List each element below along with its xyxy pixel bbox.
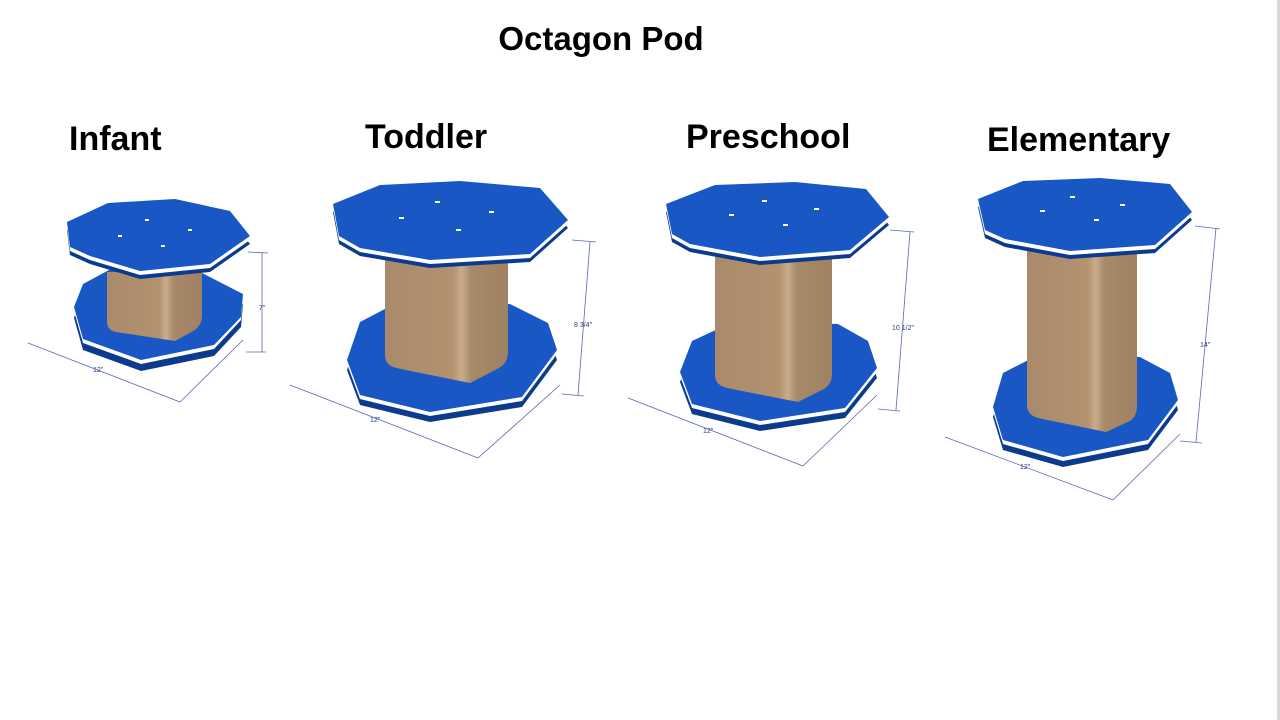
width-dimension: 12" <box>370 417 381 424</box>
core-column <box>107 272 202 341</box>
top-seat <box>67 199 250 279</box>
label-infant: Infant <box>69 120 162 158</box>
height-dimension: 14" <box>1200 342 1211 349</box>
core-column <box>1027 243 1137 432</box>
label-toddler: Toddler <box>365 118 488 156</box>
pod-preschool: 12" 10 1/2" <box>627 182 915 467</box>
label-preschool: Preschool <box>686 118 851 156</box>
label-elementary: Elementary <box>987 121 1171 159</box>
width-dimension: 12" <box>703 428 714 435</box>
height-dimension: 8 3/4" <box>574 322 593 329</box>
width-dimension: 12" <box>93 367 104 374</box>
slide-edge <box>1277 0 1280 720</box>
height-dimension: 10 1/2" <box>892 325 914 332</box>
pod-toddler: 12" 8 3/4" <box>289 181 597 459</box>
core-column <box>385 258 508 383</box>
top-seat <box>666 182 889 265</box>
top-seat <box>333 181 568 268</box>
page-title: Octagon Pod <box>498 20 704 57</box>
core-column <box>715 248 832 402</box>
width-dimension: 12" <box>1020 464 1031 471</box>
dimension-lines <box>627 229 915 467</box>
dimension-lines <box>27 251 269 403</box>
dimension-lines <box>944 225 1221 501</box>
dimension-lines <box>289 239 597 459</box>
height-dimension: 7" <box>259 305 266 312</box>
pod-elementary: 12" 14" <box>944 178 1221 501</box>
pod-infant: 12" 7" <box>27 199 269 403</box>
top-seat <box>978 178 1192 259</box>
